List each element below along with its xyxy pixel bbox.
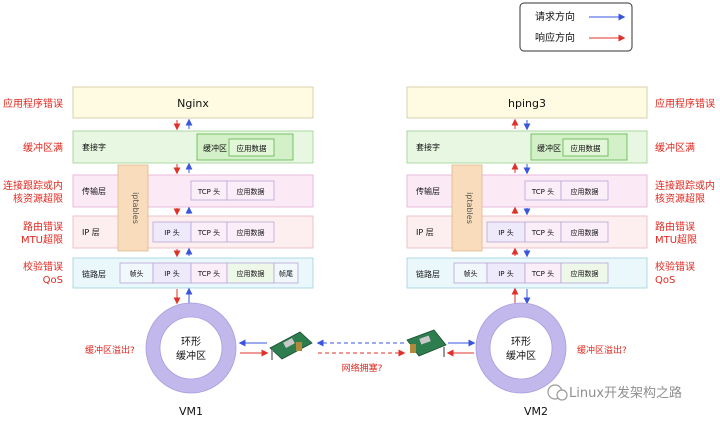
right-ip-data (560, 221, 609, 243)
right-vertical-arrows (511, 118, 531, 305)
right-link-data-label: 应用数据 (571, 269, 599, 278)
left-ip-label: IP 层 (82, 228, 100, 237)
left-error-link-2: QoS (43, 275, 63, 286)
right-stack: hping3 套接字 缓冲区 应用数据 传输层 TCP 头 应用数据 IP 层 … (406, 86, 648, 418)
right-ring-label-2: 缓冲区 (506, 349, 536, 362)
right-error-transport-2: 核资源超限 (655, 192, 705, 205)
left-error-socket: 缓冲区满 (23, 141, 63, 154)
left-transport-tcp-label: TCP 头 (197, 187, 220, 196)
right-error-app: 应用程序错误 (655, 97, 715, 110)
right-app-layer (406, 86, 648, 119)
right-socket-label: 套接字 (416, 142, 440, 152)
left-vm-label: VM1 (179, 405, 203, 418)
left-error-labels: 应用程序错误 缓冲区满 连接跟踪或内 核资源超限 路由错误 MTU超限 校验错误… (3, 97, 63, 286)
left-iptables-label: iptables (131, 192, 140, 224)
right-link-tcp-label: TCP 头 (531, 269, 554, 278)
right-ip-header-label: IP 头 (498, 228, 514, 237)
left-link-frame-tail (273, 262, 299, 284)
right-ip-data-label: 应用数据 (571, 228, 599, 237)
legend: 请求方向 响应方向 (519, 2, 633, 52)
right-app-name: hping3 (508, 97, 546, 110)
right-error-ip-1: 路由错误 (655, 220, 695, 233)
right-ring-label-1: 环形 (511, 336, 531, 348)
watermark: Linux开发架构之路 (547, 384, 682, 401)
left-error-link-1: 校验错误 (23, 260, 63, 273)
left-nic-icon (269, 331, 313, 360)
left-error-transport-1: 连接跟踪或内 (3, 179, 63, 192)
left-error-ip-1: 路由错误 (23, 220, 63, 233)
right-error-link-2: QoS (655, 275, 675, 286)
left-iptables (117, 164, 149, 252)
left-transport-data (226, 180, 275, 201)
right-link-data (560, 262, 609, 284)
right-overflow-label: 缓冲区溢出? (577, 344, 627, 356)
right-error-ip-2: MTU超限 (655, 233, 697, 246)
right-vm-label: VM2 (524, 405, 548, 418)
right-error-link-1: 校验错误 (655, 260, 695, 273)
right-socket-data-label: 应用数据 (571, 143, 601, 153)
left-link-tcp-label: TCP 头 (197, 269, 220, 278)
left-socket-data (228, 138, 275, 157)
left-overflow-label: 缓冲区溢出? (85, 344, 135, 356)
left-transport-data-label: 应用数据 (237, 187, 265, 196)
left-stack: Nginx 套接字 缓冲区 应用数据 传输层 TCP 头 应用数据 IP 层 I… (72, 86, 314, 418)
right-socket-buffer-label: 缓冲区 (537, 143, 561, 153)
left-socket-data-label: 应用数据 (237, 143, 267, 153)
watermark-text: Linux开发架构之路 (569, 385, 682, 401)
legend-response-label: 响应方向 (535, 31, 575, 44)
left-ip-header-label: IP 头 (164, 228, 180, 237)
left-link-data-label: 应用数据 (237, 269, 265, 278)
left-ip-data-label: 应用数据 (237, 228, 265, 237)
left-link-ip-label: IP 头 (164, 269, 180, 278)
left-app-layer (72, 86, 314, 119)
left-link-label: 链路层 (82, 269, 106, 279)
left-error-transport-2: 核资源超限 (13, 192, 63, 205)
right-iptables-label: iptables (465, 192, 474, 224)
left-ip-tcp-label: TCP 头 (197, 228, 220, 237)
left-ip-data (226, 221, 275, 243)
right-transport-label: 传输层 (416, 186, 440, 196)
left-error-ip-2: MTU超限 (21, 233, 63, 246)
right-transport-data-label: 应用数据 (571, 187, 599, 196)
right-link-label: 链路层 (416, 269, 440, 279)
right-transport-tcp-label: TCP 头 (531, 187, 554, 196)
right-error-socket: 缓冲区满 (655, 141, 695, 154)
left-app-name: Nginx (177, 97, 209, 110)
left-link-frame-head-label: 帧头 (130, 269, 144, 278)
left-link-frame-tail-label: 帧尾 (279, 269, 293, 278)
right-ip-tcp-label: TCP 头 (531, 228, 554, 237)
left-error-app: 应用程序错误 (3, 97, 63, 110)
right-ring-buffer (476, 303, 566, 393)
network-congestion-label: 网络拥塞? (342, 362, 383, 374)
right-error-labels: 应用程序错误 缓冲区满 连接跟踪或内 核资源超限 路由错误 MTU超限 校验错误… (655, 97, 715, 286)
right-link-frame-head-label: 帧头 (464, 269, 478, 278)
right-ip-label: IP 层 (416, 228, 434, 237)
left-socket-buffer-label: 缓冲区 (203, 143, 227, 153)
left-ring-label-1: 环形 (181, 336, 201, 348)
right-nic-icon (406, 329, 447, 357)
left-ring-label-2: 缓冲区 (176, 349, 206, 362)
left-socket-label: 套接字 (82, 142, 106, 152)
right-socket-data (562, 138, 609, 157)
right-transport-data (560, 180, 609, 201)
right-link-ip-label: IP 头 (498, 269, 514, 278)
legend-request-label: 请求方向 (535, 10, 575, 23)
left-vertical-arrows (173, 118, 193, 305)
right-iptables (451, 164, 483, 252)
right-error-transport-1: 连接跟踪或内 (655, 179, 715, 192)
left-ring-buffer (146, 303, 236, 393)
left-transport-label: 传输层 (82, 186, 106, 196)
